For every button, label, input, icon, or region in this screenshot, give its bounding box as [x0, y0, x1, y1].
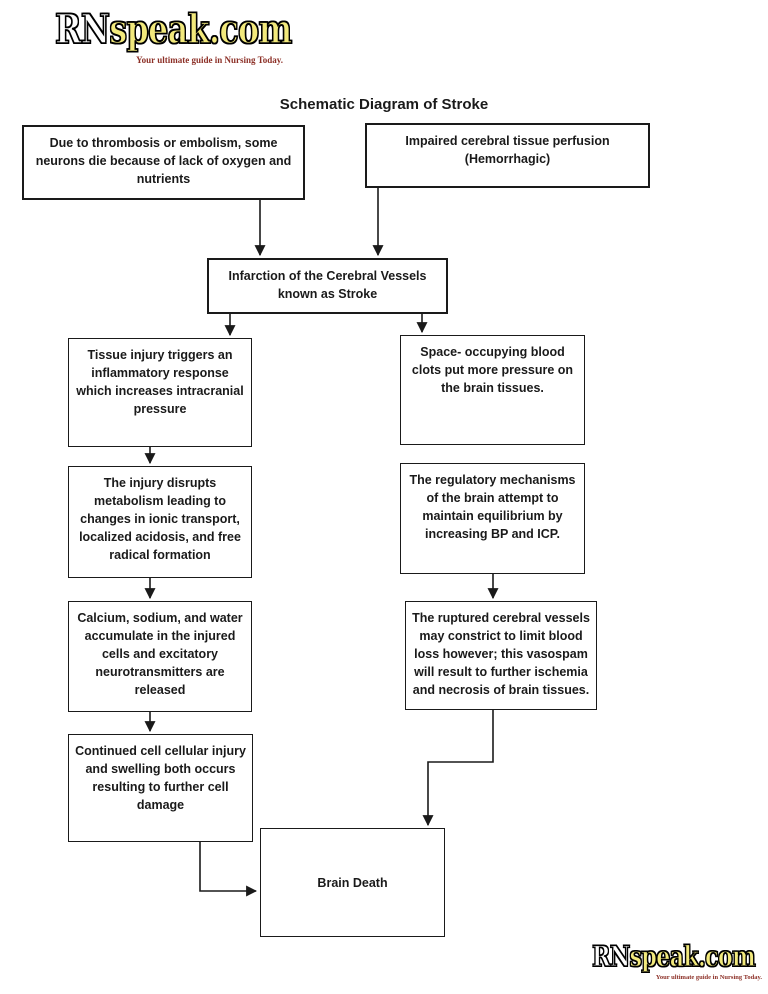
node-perfusion: Impaired cerebral tissue perfusion (Hemo…: [365, 123, 650, 188]
edge-ruptured-death: [422, 710, 494, 827]
node-thrombosis: Due to thrombosis or embolism, some neur…: [22, 125, 305, 200]
brand-speak-com: speak.com: [629, 940, 756, 973]
node-calcium: Calcium, sodium, and water accumulate in…: [68, 601, 252, 712]
node-text: Due to thrombosis or embolism, some neur…: [35, 136, 292, 186]
footer-logo: RNspeak.com Your ultimate guide in Nursi…: [592, 940, 762, 981]
node-blood-clots: Space- occupying blood clots put more pr…: [400, 335, 585, 445]
node-text: Continued cell cellular injury and swell…: [75, 744, 246, 812]
node-metabolism: The injury disrupts metabolism leading t…: [68, 466, 252, 578]
brand-wordmark: RNspeak.com: [54, 6, 293, 53]
node-text: The injury disrupts metabolism leading t…: [79, 476, 241, 562]
node-text: Impaired cerebral tissue perfusion (Hemo…: [405, 134, 610, 166]
node-tissue-injury: Tissue injury triggers an inflammatory r…: [68, 338, 252, 447]
node-text: The ruptured cerebral vessels may constr…: [412, 611, 590, 697]
header-logo: RNspeak.com Your ultimate guide in Nursi…: [54, 6, 293, 65]
node-text: Infarction of the Cerebral Vessels known…: [228, 269, 427, 301]
node-brain-death: Brain Death: [260, 828, 445, 937]
node-text: The regulatory mechanisms of the brain a…: [409, 473, 576, 541]
node-infarction: Infarction of the Cerebral Vessels known…: [207, 258, 448, 314]
diagram-title: Schematic Diagram of Stroke: [279, 96, 489, 113]
brand-speak-com: speak.com: [109, 6, 293, 53]
brand-rn: RN: [592, 940, 631, 973]
edge-continued-death: [199, 842, 258, 897]
brand-wordmark: RNspeak.com: [592, 940, 757, 973]
brand-rn: RN: [54, 6, 110, 53]
node-cell-damage: Continued cell cellular injury and swell…: [68, 734, 253, 842]
node-regulatory: The regulatory mechanisms of the brain a…: [400, 463, 585, 574]
brand-tagline: Your ultimate guide in Nursing Today.: [655, 974, 762, 981]
brand-tagline: Your ultimate guide in Nursing Today.: [136, 55, 283, 65]
node-text: Brain Death: [317, 875, 388, 890]
node-text: Space- occupying blood clots put more pr…: [411, 345, 574, 395]
node-vasospasm: The ruptured cerebral vessels may constr…: [405, 601, 597, 710]
node-text: Tissue injury triggers an inflammatory r…: [76, 348, 244, 416]
node-text: Calcium, sodium, and water accumulate in…: [77, 611, 243, 697]
